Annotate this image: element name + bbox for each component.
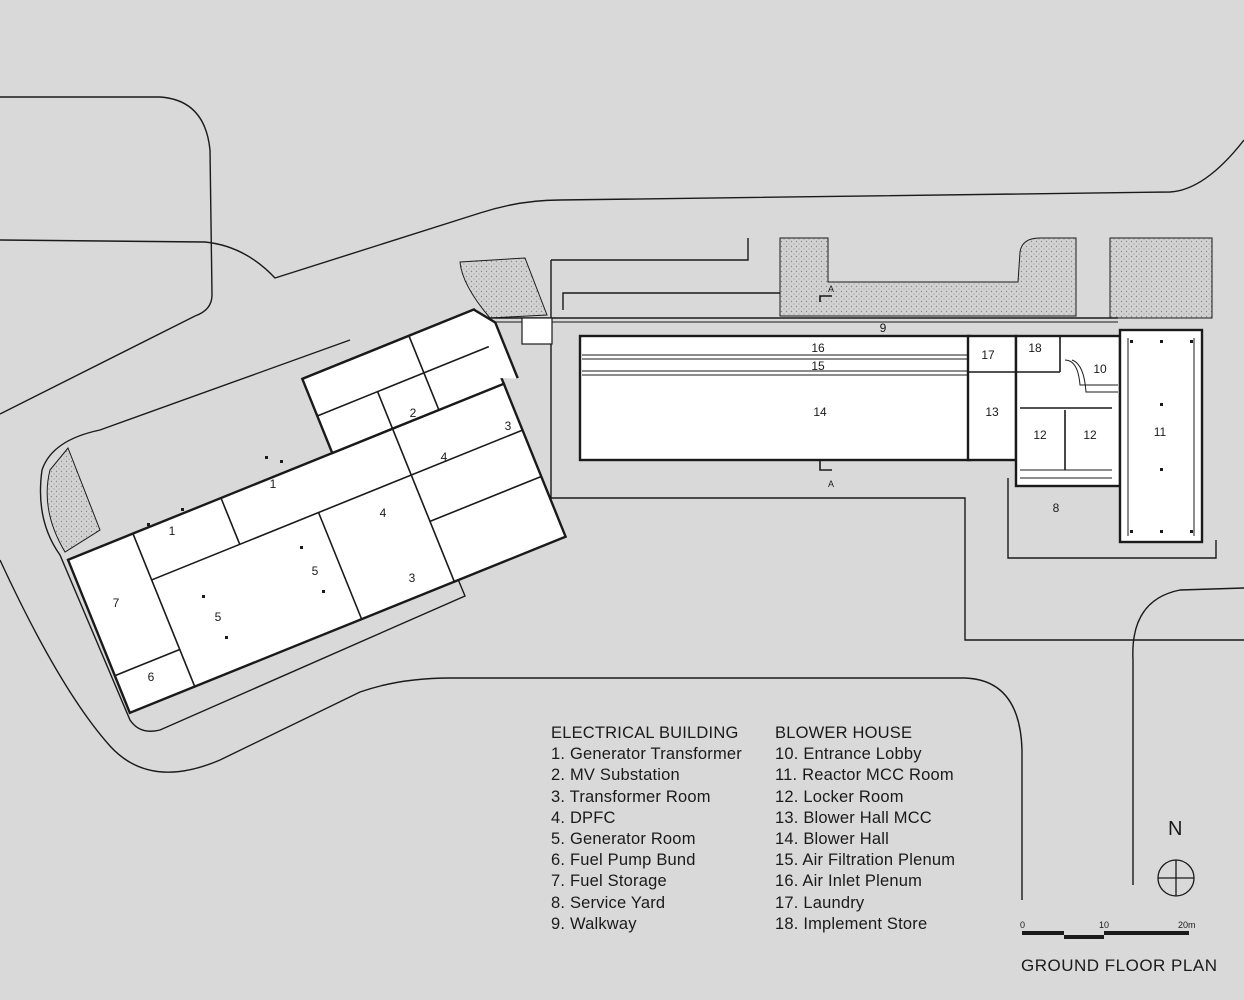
legend-electrical: ELECTRICAL BUILDING 1. Generator Transfo… [551,723,742,935]
room-15: 15 [811,359,825,373]
scale-label-0: 0 [1020,920,1026,930]
room-16: 16 [811,341,825,355]
legend-item: 11. Reactor MCC Room [775,766,954,785]
legend-item: 5. Generator Room [551,830,696,849]
room-4a: 4 [441,450,448,464]
room-11: 11 [1154,425,1167,439]
electrical-building [66,307,568,715]
landscaping [46,237,1213,553]
room-4b: 4 [380,506,387,520]
room-1a: 1 [270,477,277,491]
north-arrow-icon [1157,859,1195,897]
legend-item: 3. Transformer Room [551,787,711,806]
room-3a: 3 [505,419,512,433]
room-1b: 1 [169,524,176,538]
legend-item: 12. Locker Room [775,787,904,806]
legend-item: 1. Generator Transformer [551,745,742,764]
legend-item: 8. Service Yard [551,893,666,912]
legend-blower: BLOWER HOUSE 10. Entrance Lobby 11. Reac… [775,723,955,935]
structural-columns [147,340,1193,639]
room-5b: 5 [215,610,222,624]
legend-heading: ELECTRICAL BUILDING [551,724,739,742]
legend-item: 15. Air Filtration Plenum [775,851,956,870]
legend-item: 7. Fuel Storage [551,872,667,891]
legend-item: 9. Walkway [551,914,637,933]
section-markers [819,295,832,471]
room-labels: 9 16 15 14 17 18 10 13 12 12 11 8 2 3 4 … [113,284,1167,684]
legend-heading: BLOWER HOUSE [775,724,913,742]
legend-item: 13. Blower Hall MCC [775,808,932,827]
legend-item: 10. Entrance Lobby [775,745,922,764]
scale-bar [1022,931,1189,939]
walkway-canopy [483,317,1118,345]
legend-item: 2. MV Substation [551,766,680,785]
legend-item: 18. Implement Store [775,914,928,933]
room-10: 10 [1093,362,1107,376]
room-6: 6 [148,670,155,684]
room-2: 2 [410,406,417,420]
legend-item: 4. DPFC [551,808,616,827]
legend-item: 16. Air Inlet Plenum [775,872,923,891]
room-8: 8 [1053,501,1060,515]
legend-item: 14. Blower Hall [775,830,889,849]
room-18: 18 [1028,341,1042,355]
room-12a: 12 [1033,428,1047,442]
room-13: 13 [985,405,999,419]
legend-item: 6. Fuel Pump Bund [551,851,696,870]
room-7: 7 [113,596,120,610]
room-5a: 5 [312,564,319,578]
scale-label-20: 20m [1178,920,1196,930]
plan-title: GROUND FLOOR PLAN [1021,956,1218,975]
section-a-top: A [828,284,834,294]
room-9: 9 [880,321,887,335]
section-a-bottom: A [828,479,834,489]
room-12b: 12 [1083,428,1097,442]
room-3b: 3 [409,571,416,585]
scale-label-10: 10 [1099,920,1110,930]
room-17: 17 [981,348,995,362]
roads [0,96,1244,900]
blower-house [578,328,1204,544]
legend-item: 17. Laundry [775,893,865,912]
room-14: 14 [813,405,827,419]
north-label: N [1168,818,1183,840]
